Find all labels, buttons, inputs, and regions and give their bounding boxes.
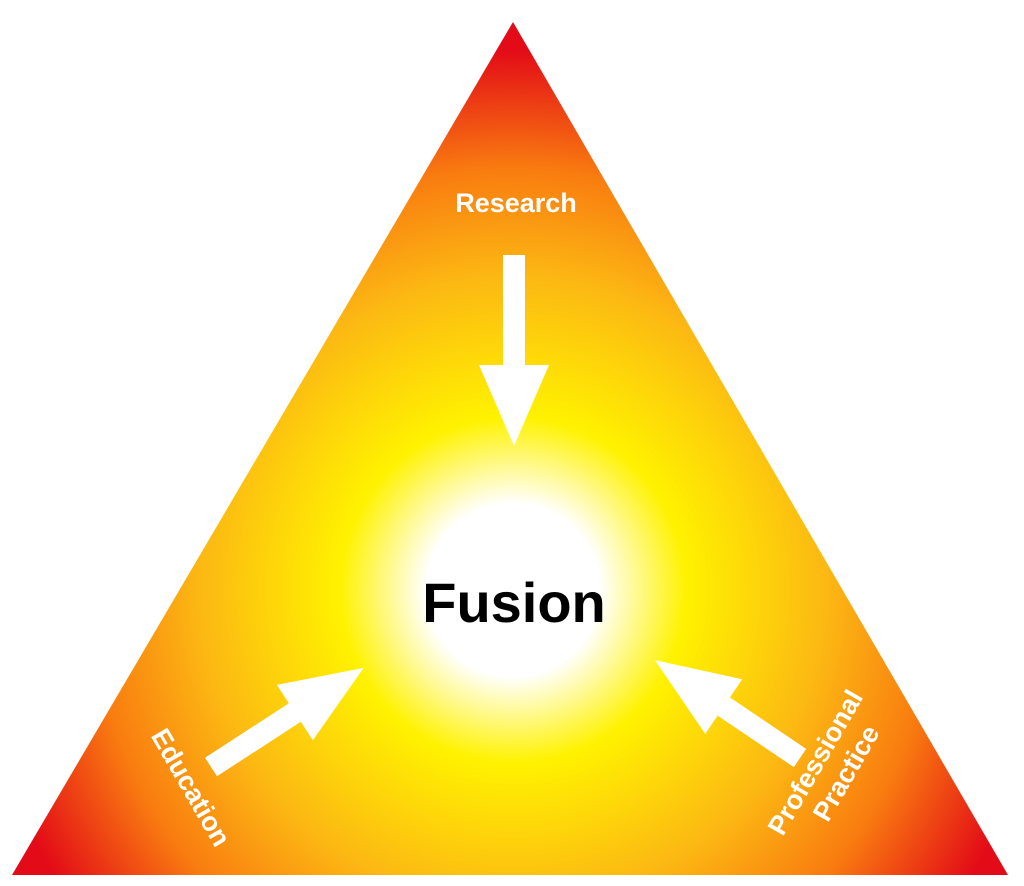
triangle-background — [12, 22, 1008, 875]
education-arrow-icon — [205, 667, 364, 777]
professional-practice-arrow-icon — [654, 660, 807, 768]
research-label: Research — [455, 188, 577, 218]
fusion-center-label: Fusion — [422, 571, 606, 634]
research-arrow-icon — [479, 255, 549, 446]
